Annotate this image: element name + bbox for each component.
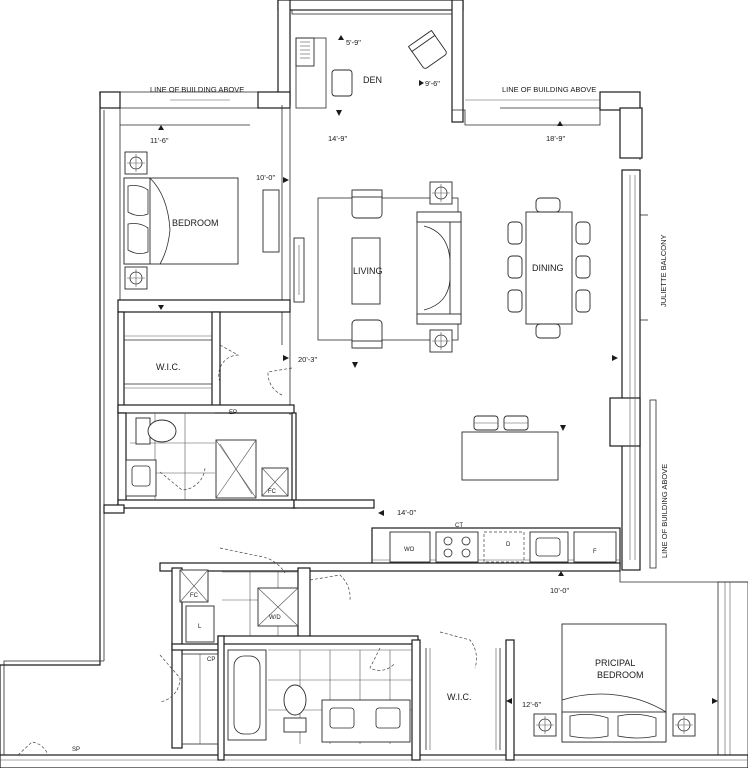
living-lamp-top xyxy=(429,181,453,205)
dining-width-dimension: 18'-9" xyxy=(546,134,565,143)
f-label: F xyxy=(593,549,597,555)
den-desk-chair xyxy=(331,69,353,97)
den-area xyxy=(295,29,447,109)
wo-label: WO xyxy=(404,547,415,553)
principal-bedroom-label-line1: PRICIPAL xyxy=(595,658,635,668)
bedroom-depth-dimension: 10'-0" xyxy=(256,173,275,182)
principal-bedroom-area xyxy=(533,623,696,743)
bedroom-wic-label: W.I.C. xyxy=(156,362,181,372)
principal-depth-dimension: 10'-0" xyxy=(550,586,569,595)
dishwasher xyxy=(483,531,525,563)
principal-bedroom-label-line2: BEDROOM xyxy=(597,670,644,680)
den-armchair xyxy=(407,29,447,69)
cp-label: CP xyxy=(207,657,215,663)
living-area xyxy=(293,181,462,353)
ensuite-toilet-bowl xyxy=(147,419,177,443)
bedroom-wic-area xyxy=(124,335,212,389)
doors xyxy=(17,344,477,756)
living-lamp-bottom xyxy=(429,329,453,353)
living-label: LIVING xyxy=(353,266,383,276)
dining-table xyxy=(525,211,573,325)
d-label: D xyxy=(506,542,511,548)
principal-wic-label: W.I.C. xyxy=(447,692,472,702)
wall-oven xyxy=(389,531,431,563)
building-above-left-note: LINE OF BUILDING ABOVE xyxy=(150,85,244,94)
bedroom-area xyxy=(123,151,280,290)
laundry-area xyxy=(179,569,299,745)
dining-label: DINING xyxy=(532,263,564,273)
living-armchair-top xyxy=(351,189,383,219)
ensuite-bath xyxy=(125,412,289,500)
ensuite-vanity xyxy=(125,459,157,497)
linen-closet xyxy=(185,605,215,643)
ep-label: EP xyxy=(229,410,237,416)
den-label: DEN xyxy=(363,75,382,85)
living-armchair-bottom xyxy=(351,319,383,349)
bedroom-lamp-top xyxy=(124,151,148,175)
main-toilet-tank xyxy=(283,717,307,733)
principal-width-dimension: 12'-6" xyxy=(522,700,541,709)
dining-area xyxy=(507,197,591,339)
main-bath xyxy=(227,649,412,744)
principal-lamp-right xyxy=(672,713,696,737)
den-depth-dimension: 9'-6" xyxy=(425,79,440,88)
l-label: L xyxy=(198,624,202,630)
fc-lower-label: FC xyxy=(190,593,199,599)
principal-lamp-left xyxy=(533,713,557,737)
den-width-dimension: 5'-9" xyxy=(346,38,361,47)
building-above-vertical-note: LINE OF BUILDING ABOVE xyxy=(660,464,669,558)
kitchen-area xyxy=(389,415,617,563)
sp-label: SP xyxy=(72,747,80,753)
building-above-right-note: LINE OF BUILDING ABOVE xyxy=(502,85,596,94)
main-toilet-bowl xyxy=(283,684,307,716)
principal-wic-area xyxy=(425,648,501,750)
cooktop xyxy=(435,531,479,563)
bedroom-width-dimension: 11'-6" xyxy=(150,136,169,145)
kitchen-island xyxy=(461,431,559,481)
wd-label: W/D xyxy=(269,615,281,621)
den-lower-dimension: 14'-9" xyxy=(328,134,347,143)
bedroom-label: BEDROOM xyxy=(172,218,219,228)
fridge xyxy=(573,531,617,563)
fc-upper-label: FC xyxy=(268,489,277,495)
living-depth-dimension: 20'-3" xyxy=(298,355,317,364)
coffee-table xyxy=(351,237,381,305)
dimension-arrows xyxy=(158,35,718,704)
bedroom-lamp-bottom xyxy=(124,266,148,290)
ct-label: CT xyxy=(455,523,463,529)
den-desk xyxy=(295,37,327,109)
kitchen-width-dimension: 14'-0" xyxy=(397,508,416,517)
main-vanity xyxy=(321,699,411,743)
juliette-balcony-note: JULIETTE BALCONY xyxy=(659,234,668,307)
bedroom-dresser xyxy=(262,189,280,253)
